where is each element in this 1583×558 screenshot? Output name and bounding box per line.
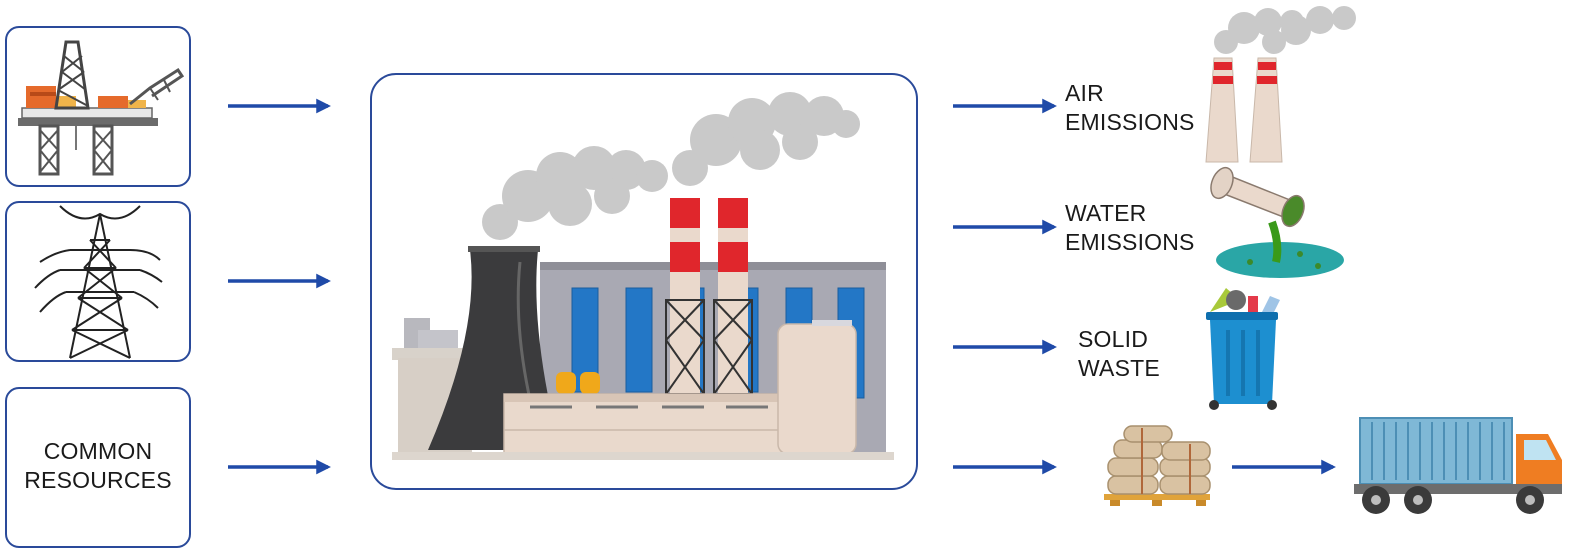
factory-illustration bbox=[392, 92, 894, 460]
power-pylon-icon bbox=[34, 205, 163, 359]
air-emissions-line1: AIR bbox=[1065, 80, 1104, 106]
smoke-clouds bbox=[482, 92, 860, 240]
air-emissions-chimneys-icon bbox=[1205, 6, 1356, 163]
arrows bbox=[228, 98, 1336, 475]
oil-platform-icon bbox=[18, 40, 185, 176]
common-resources-label: COMMON RESOURCES bbox=[5, 437, 191, 495]
water-emissions-pipe-icon bbox=[1210, 166, 1344, 278]
solid-waste-label: SOLID WASTE bbox=[1078, 325, 1160, 383]
water-emissions-label: WATER EMISSIONS bbox=[1065, 199, 1195, 257]
common-resources-box bbox=[5, 387, 191, 548]
solid-waste-line2: WASTE bbox=[1078, 355, 1160, 381]
solid-waste-line1: SOLID bbox=[1078, 326, 1149, 352]
air-emissions-label: AIR EMISSIONS bbox=[1065, 79, 1195, 137]
solid-waste-bin-icon bbox=[1206, 288, 1280, 410]
water-emissions-line2: EMISSIONS bbox=[1065, 229, 1195, 255]
common-resources-line1: COMMON bbox=[43, 438, 153, 464]
water-emissions-line1: WATER bbox=[1065, 200, 1147, 226]
sacks-pallet-icon bbox=[1104, 425, 1211, 506]
chimney-left bbox=[665, 198, 705, 395]
chimney-right bbox=[713, 198, 753, 395]
air-emissions-line2: EMISSIONS bbox=[1065, 109, 1195, 135]
truck-icon bbox=[1354, 417, 1562, 514]
common-resources-line2: RESOURCES bbox=[24, 467, 172, 493]
